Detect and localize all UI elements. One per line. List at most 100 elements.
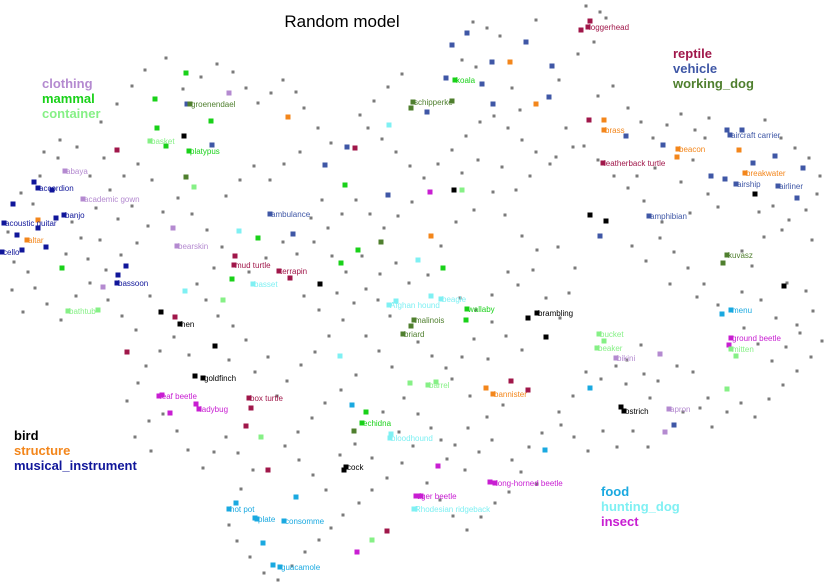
gray-point — [614, 364, 618, 368]
gray-point — [426, 273, 430, 277]
gray-point — [195, 282, 199, 286]
labeled-point-marker — [114, 280, 120, 286]
gray-point — [425, 481, 429, 485]
gray-point — [251, 468, 255, 472]
gray-point — [691, 158, 695, 162]
point-musical-instrument — [19, 247, 25, 253]
labeled-point-marker — [675, 146, 681, 152]
point-bird — [618, 404, 624, 410]
gray-point — [26, 270, 30, 274]
gray-point — [501, 403, 505, 407]
point-label: bucket — [600, 330, 624, 339]
gray-point — [474, 65, 478, 69]
gray-point — [303, 550, 307, 554]
point-labels: loggerheadkoalaschipperkegroenendaelbras… — [3, 23, 803, 572]
gray-point — [807, 156, 811, 160]
point-food — [542, 447, 548, 453]
point-bird — [317, 281, 323, 287]
gray-point — [506, 126, 510, 130]
gray-point — [38, 174, 42, 178]
gray-point — [767, 397, 771, 401]
point-label: platypus — [190, 147, 220, 156]
gray-point — [485, 26, 489, 30]
legend-entry-reptile: reptile — [673, 46, 712, 61]
gray-point — [248, 555, 252, 559]
gray-point — [281, 240, 285, 244]
gray-point — [653, 166, 657, 170]
gray-point — [779, 136, 783, 140]
point-label: wallaby — [467, 305, 495, 314]
gray-point — [402, 396, 406, 400]
point-food — [233, 500, 239, 506]
gray-point — [438, 498, 442, 502]
gray-point — [119, 253, 123, 257]
gray-point — [253, 370, 257, 374]
point-bird — [587, 212, 593, 218]
gray-point — [104, 268, 108, 272]
gray-point — [175, 429, 179, 433]
labeled-point-marker — [411, 317, 417, 323]
gray-point — [366, 126, 370, 130]
gray-point — [774, 316, 778, 320]
gray-point — [486, 357, 490, 361]
point-label: barrel — [429, 381, 450, 390]
gray-point — [490, 438, 494, 442]
point-container — [220, 297, 226, 303]
gray-point — [504, 334, 508, 338]
point-reptile — [114, 147, 120, 153]
labeled-point-marker — [61, 212, 67, 218]
gray-point — [516, 283, 520, 287]
gray-point — [528, 174, 532, 178]
point-musical-instrument — [10, 201, 16, 207]
gray-point — [804, 289, 808, 293]
gray-point — [360, 254, 364, 258]
gray-point — [582, 144, 586, 148]
point-label: consomme — [285, 517, 325, 526]
point-label: hen — [181, 320, 194, 329]
point-label: bathtub — [69, 307, 96, 316]
gray-point — [74, 294, 78, 298]
gray-point — [818, 174, 822, 178]
point-vehicle — [722, 176, 728, 182]
labeled-point-marker — [281, 518, 287, 524]
gray-point — [381, 410, 385, 414]
point-label: long-horned beetle — [496, 479, 563, 488]
gray-point — [762, 235, 766, 239]
gray-point — [88, 174, 92, 178]
labeled-point-marker — [742, 170, 748, 176]
point-label: cello — [3, 248, 20, 257]
gray-point — [312, 240, 316, 244]
point-reptile — [587, 18, 593, 24]
labeled-point-marker — [196, 406, 202, 412]
point-container — [191, 184, 197, 190]
gray-point — [630, 244, 634, 248]
point-vehicle — [549, 63, 555, 69]
gray-point — [231, 70, 235, 74]
point-label: brambling — [538, 309, 573, 318]
gray-point — [665, 123, 669, 127]
gray-point — [88, 281, 92, 285]
gray-point — [468, 394, 472, 398]
gray-point — [781, 383, 785, 387]
gray-point — [130, 84, 134, 88]
gray-point — [795, 323, 799, 327]
labeled-point-marker — [733, 181, 739, 187]
point-container — [459, 187, 465, 193]
point-vehicle — [184, 101, 190, 107]
gray-point — [658, 236, 662, 240]
gray-point — [584, 370, 588, 374]
gray-point — [130, 204, 134, 208]
point-mammal — [363, 409, 369, 415]
gray-point — [329, 141, 333, 145]
gray-point — [354, 373, 358, 377]
point-bird — [543, 334, 549, 340]
gray-point — [400, 461, 404, 465]
gray-point — [364, 334, 368, 338]
gray-point — [256, 101, 260, 105]
point-label: bassoon — [118, 279, 148, 288]
point-bird — [781, 283, 787, 289]
gray-point — [320, 198, 324, 202]
gray-point — [146, 224, 150, 228]
gray-point — [56, 156, 60, 160]
gray-point — [340, 212, 344, 216]
